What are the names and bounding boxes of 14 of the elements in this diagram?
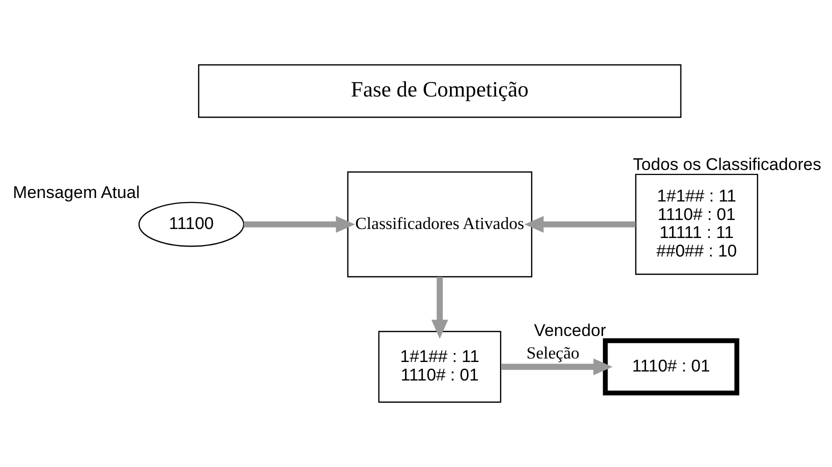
node-label: Vencedor bbox=[534, 321, 606, 340]
node-box: Fase de Competição bbox=[198, 64, 682, 118]
arrow bbox=[501, 358, 613, 376]
arrow bbox=[431, 276, 448, 339]
arrow bbox=[524, 216, 636, 233]
node-label: Mensagem Atual bbox=[12, 182, 140, 202]
edge-label: Seleção bbox=[526, 344, 580, 363]
node-box: 1#1## : 11 1110# : 01 11111 : 11 ##0## : 10 bbox=[635, 174, 758, 275]
arrow bbox=[244, 216, 356, 233]
node-box: 1#1## : 11 1110# : 01 bbox=[378, 330, 502, 403]
node-ellipse: 11100 bbox=[138, 202, 244, 247]
node-box: 1110# : 01 bbox=[602, 338, 740, 396]
node-label: Todos os Classificadores bbox=[632, 154, 822, 174]
node-box: Classificadores Ativados bbox=[347, 171, 532, 278]
